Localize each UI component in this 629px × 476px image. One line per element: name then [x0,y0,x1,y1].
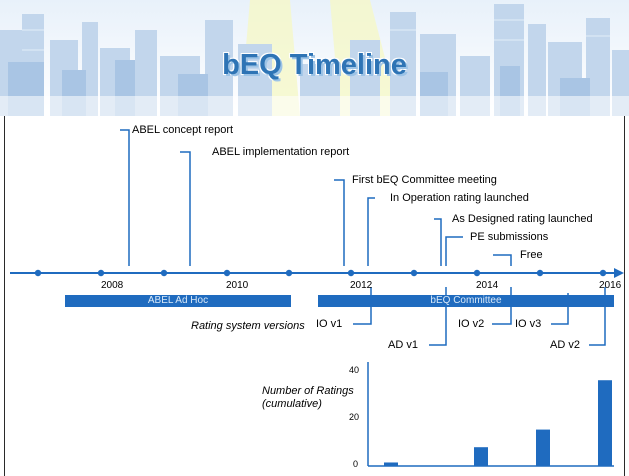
timeline-dot [473,269,481,277]
chart-bar [536,429,550,466]
ratings-chart [367,362,614,467]
version-label: IO v3 [515,318,542,330]
year-label: 2008 [101,280,124,291]
y-tick-label: 40 [349,365,360,375]
event-leader [434,218,442,266]
event-label: PE submissions [470,231,549,243]
event-leader [367,197,375,266]
event-leader [445,236,463,266]
chart-ylabel-line: (cumulative) [262,398,322,410]
chart-bar [474,447,488,466]
year-label: 2012 [350,280,373,291]
timeline-dot [34,269,42,277]
timeline-dot [410,269,418,277]
version-label: AD v1 [388,339,418,351]
period-band-beq-committee: bEQ Committee [318,295,614,307]
year-label: 2016 [599,280,622,291]
slide-title: bEQ Timeline [222,49,407,81]
y-tick-label: 0 [353,459,359,469]
y-tick-label: 20 [349,412,360,422]
event-leader [120,129,130,266]
chart-bar [384,462,398,466]
event-leader [334,179,345,266]
event-label: In Operation rating launched [390,192,529,204]
event-label: First bEQ Committee meeting [352,174,497,186]
event-leader [493,254,512,266]
skyline-banner [0,0,629,116]
timeline-dot [599,269,607,277]
version-label: IO v2 [458,318,485,330]
timeline-dot [536,269,544,277]
event-label: ABEL concept report [132,124,234,136]
skyline-image [0,0,629,116]
versions-caption: Rating system versions [191,320,305,332]
event-label: Free [520,249,543,261]
period-band-abel-ad-hoc: ABEL Ad Hoc [65,295,291,307]
chart-bar [598,380,612,466]
event-label: As Designed rating launched [452,213,593,225]
year-label: 2014 [476,280,499,291]
chart-ylabel-line: Number of Ratings [262,385,354,397]
timeline-dot [223,269,231,277]
timeline-dot [160,269,168,277]
year-label: 2010 [226,280,249,291]
event-leader [180,151,191,266]
timeline-dot [285,269,293,277]
version-label: AD v2 [550,339,580,351]
timeline-dot [97,269,105,277]
event-label: ABEL implementation report [212,146,350,158]
timeline-arrow-icon [614,268,624,278]
timeline-dot [347,269,355,277]
version-label: IO v1 [316,318,343,330]
